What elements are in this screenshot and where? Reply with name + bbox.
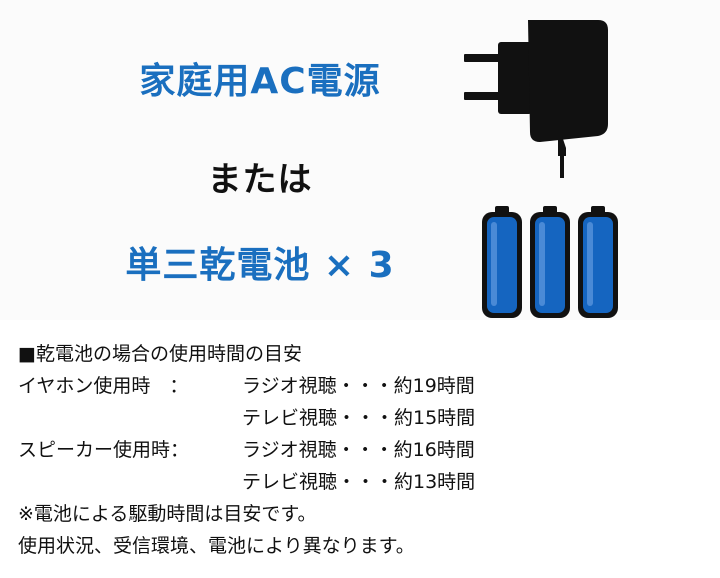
- battery-note: ※電池による駆動時間は目安です。: [18, 503, 317, 525]
- or-text: または: [207, 160, 313, 200]
- usage-row-label: [18, 466, 242, 498]
- usage-row-value: テレビ視聴・・・約13時間: [242, 471, 476, 493]
- usage-time-info: ■乾電池の場合の使用時間の目安 イヤホン使用時 ： ラジオ視聴・・・約19時間 …: [18, 338, 708, 562]
- usage-row-label: スピーカー使用時：: [18, 439, 190, 461]
- usage-row: イヤホン使用時 ： ラジオ視聴・・・約19時間: [18, 370, 708, 402]
- usage-row-value: テレビ視聴・・・約15時間: [242, 407, 476, 429]
- usage-row-label: イヤホン使用時 ：: [18, 375, 189, 397]
- battery-title: 単三乾電池 × 3: [125, 245, 395, 286]
- hero-panel: 家庭用AC電源 または 単三乾電池 × 3: [125, 20, 618, 318]
- condition-note: 使用状況、受信環境、電池により異なります。: [18, 535, 415, 557]
- usage-heading: ■乾電池の場合の使用時間の目安: [18, 343, 302, 365]
- usage-row: スピーカー使用時： ラジオ視聴・・・約16時間: [18, 434, 708, 466]
- ac-adapter-icon: [464, 20, 608, 178]
- usage-row: テレビ視聴・・・約13時間: [18, 466, 708, 498]
- usage-row: テレビ視聴・・・約15時間: [18, 402, 708, 434]
- usage-row-value: ラジオ視聴・・・約16時間: [242, 439, 475, 461]
- aa-battery-icon: [482, 206, 618, 318]
- usage-row-value: ラジオ視聴・・・約19時間: [242, 375, 475, 397]
- usage-row-label: [18, 402, 242, 434]
- ac-power-title: 家庭用AC電源: [139, 61, 381, 102]
